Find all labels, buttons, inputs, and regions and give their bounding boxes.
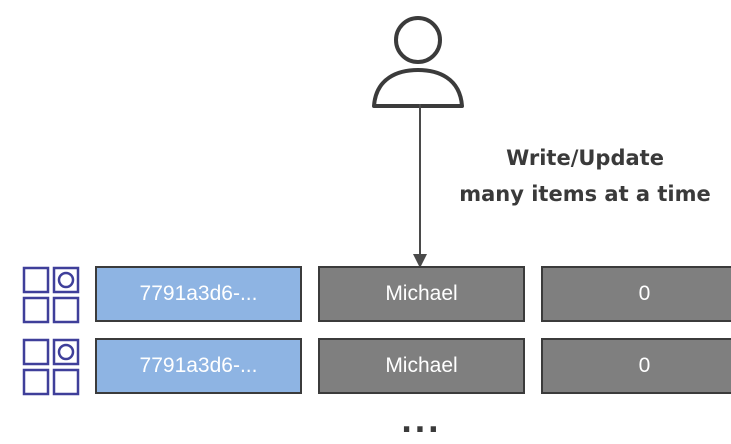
user-icon xyxy=(372,16,464,108)
more-items-ellipsis: ... xyxy=(400,405,442,440)
item-id-cell: 7791a3d6-... xyxy=(95,338,302,394)
table-row: 7791a3d6-... Michael 0 xyxy=(0,266,731,326)
table-item-icon xyxy=(22,338,80,396)
item-value-cell: 0 xyxy=(541,266,731,322)
write-arrow xyxy=(413,104,427,268)
item-name-cell: Michael xyxy=(318,266,525,322)
item-value-cell: 0 xyxy=(541,338,731,394)
caption-line-1: Write/Update xyxy=(506,146,664,170)
table-item-icon xyxy=(22,266,80,324)
write-update-caption: Write/Update many items at a time xyxy=(440,140,730,212)
item-id-cell: 7791a3d6-... xyxy=(95,266,302,322)
caption-line-2: many items at a time xyxy=(459,182,711,206)
table-row: 7791a3d6-... Michael 0 xyxy=(0,338,731,398)
item-name-cell: Michael xyxy=(318,338,525,394)
